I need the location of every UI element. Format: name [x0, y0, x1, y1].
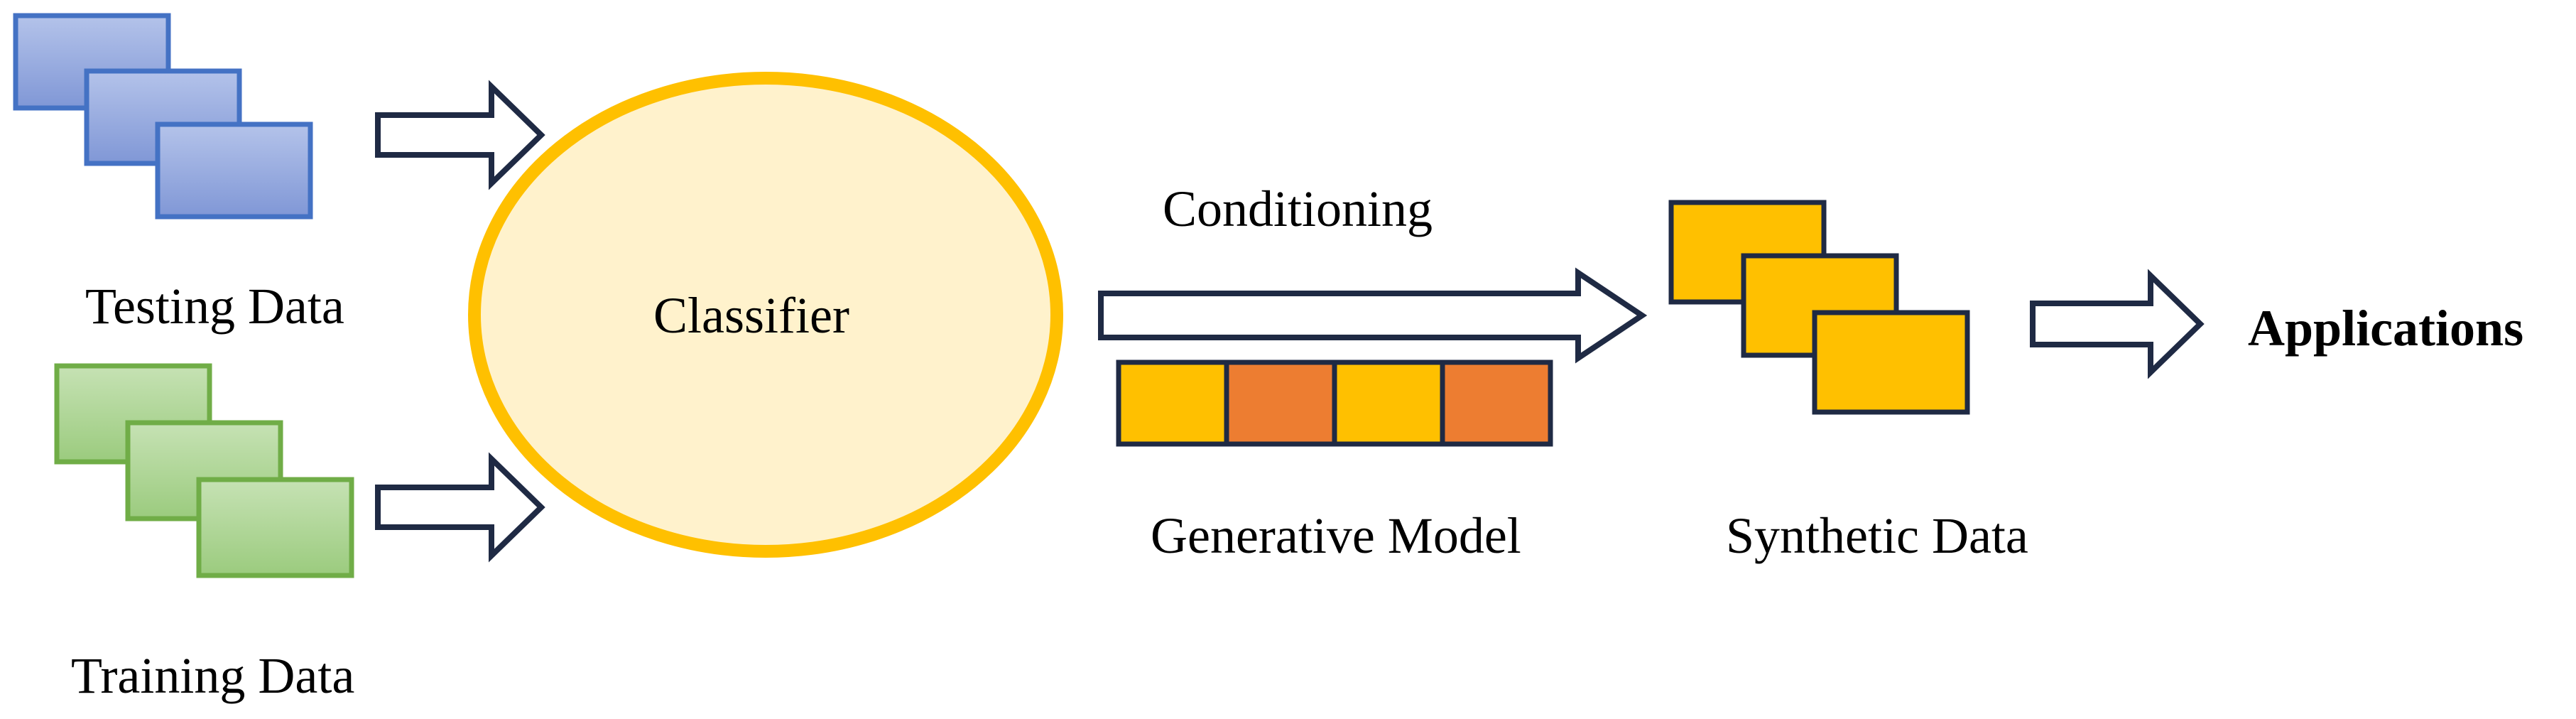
classifier-node [468, 72, 1063, 558]
conditioning-arrow [1098, 267, 1648, 364]
generative-block-3 [1332, 360, 1445, 447]
conditioning-label: Conditioning [1163, 180, 1433, 237]
training-data-label: Training Data [71, 647, 354, 704]
testing-data-stack [13, 13, 313, 220]
generative-model-label: Generative Model [1151, 507, 1521, 564]
synthetic-to-applications-arrow [2030, 269, 2205, 379]
generative-block-2 [1224, 360, 1337, 447]
generative-model-blocks [1116, 360, 1553, 447]
generative-block-1 [1116, 360, 1229, 447]
training-data-card-3 [196, 477, 354, 578]
training-to-classifier-arrow [375, 452, 545, 563]
synthetic-data-stack [1668, 200, 1970, 415]
training-data-stack [54, 363, 354, 578]
synthetic-data-card-3 [1812, 310, 1970, 415]
testing-to-classifier-arrow [375, 80, 545, 190]
synthetic-data-label: Synthetic Data [1726, 507, 2028, 564]
classifier-label: Classifier [653, 287, 849, 344]
applications-label: Applications [2248, 300, 2523, 357]
testing-data-card-3 [155, 121, 313, 220]
generative-block-4 [1440, 360, 1553, 447]
testing-data-label: Testing Data [85, 278, 344, 335]
